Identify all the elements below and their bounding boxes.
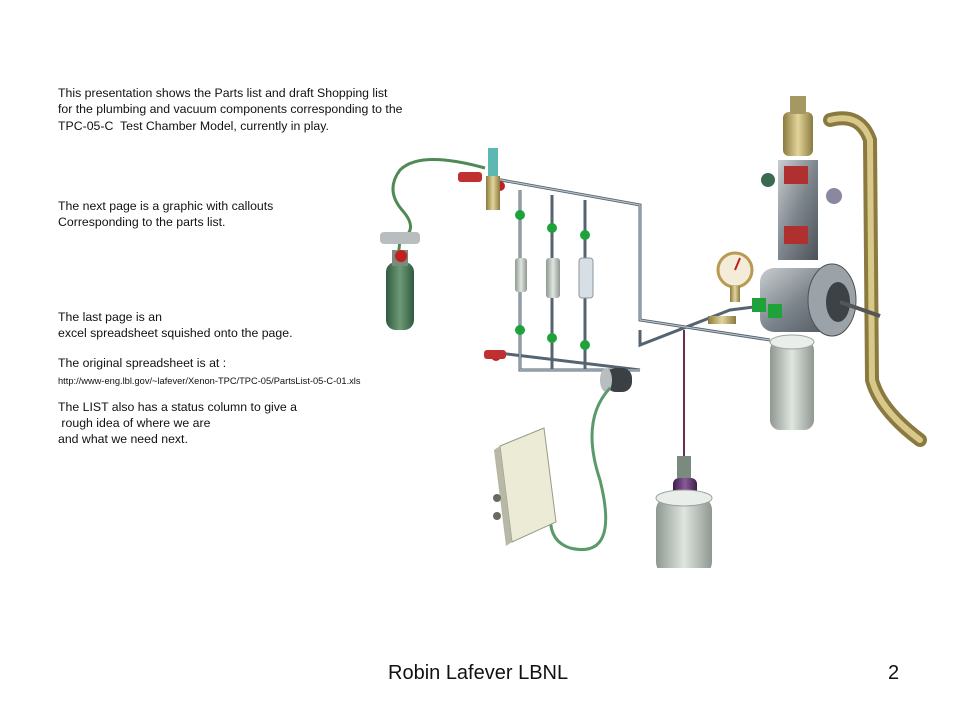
chamber-fittings	[708, 298, 782, 324]
test-chamber	[760, 263, 881, 430]
next-page-line-2: Corresponding to the parts list.	[58, 215, 226, 229]
status-line-2: rough idea of where we are	[58, 416, 211, 430]
last-page-line-2: excel spreadsheet squished onto the page…	[58, 326, 293, 340]
manifold-valves	[458, 172, 590, 361]
intro-line-2: for the plumbing and vacuum components c…	[58, 102, 403, 116]
left-gas-cylinder	[380, 232, 420, 330]
green-hose	[391, 158, 486, 259]
filters	[486, 148, 594, 299]
footer-author: Robin Lafever LBNL	[388, 662, 569, 684]
page-number: 2	[888, 662, 900, 684]
plumbing-vacuum-illustration	[380, 96, 927, 568]
next-page-line-1: The next page is a graphic with callouts	[58, 199, 274, 213]
intro-line-3: TPC-05-C Test Chamber Model, currently i…	[58, 119, 329, 133]
controller-box	[493, 427, 557, 546]
inline-filter	[600, 368, 632, 392]
spreadsheet-location-label: The original spreadsheet is at :	[58, 356, 227, 370]
valve-column	[761, 96, 842, 260]
last-page-line-1: The last page is an	[58, 310, 162, 324]
intro-line-1: This presentation shows the Parts list a…	[58, 86, 388, 100]
status-line-1: The LIST also has a status column to giv…	[58, 400, 298, 414]
lower-green-hose	[549, 386, 612, 551]
purple-cylinder	[655, 330, 713, 568]
spreadsheet-url[interactable]: http://www-eng.lbl.gov/~lafever/Xenon-TP…	[58, 376, 361, 386]
status-line-3: and what we need next.	[58, 432, 188, 446]
pressure-gauge	[716, 251, 754, 302]
